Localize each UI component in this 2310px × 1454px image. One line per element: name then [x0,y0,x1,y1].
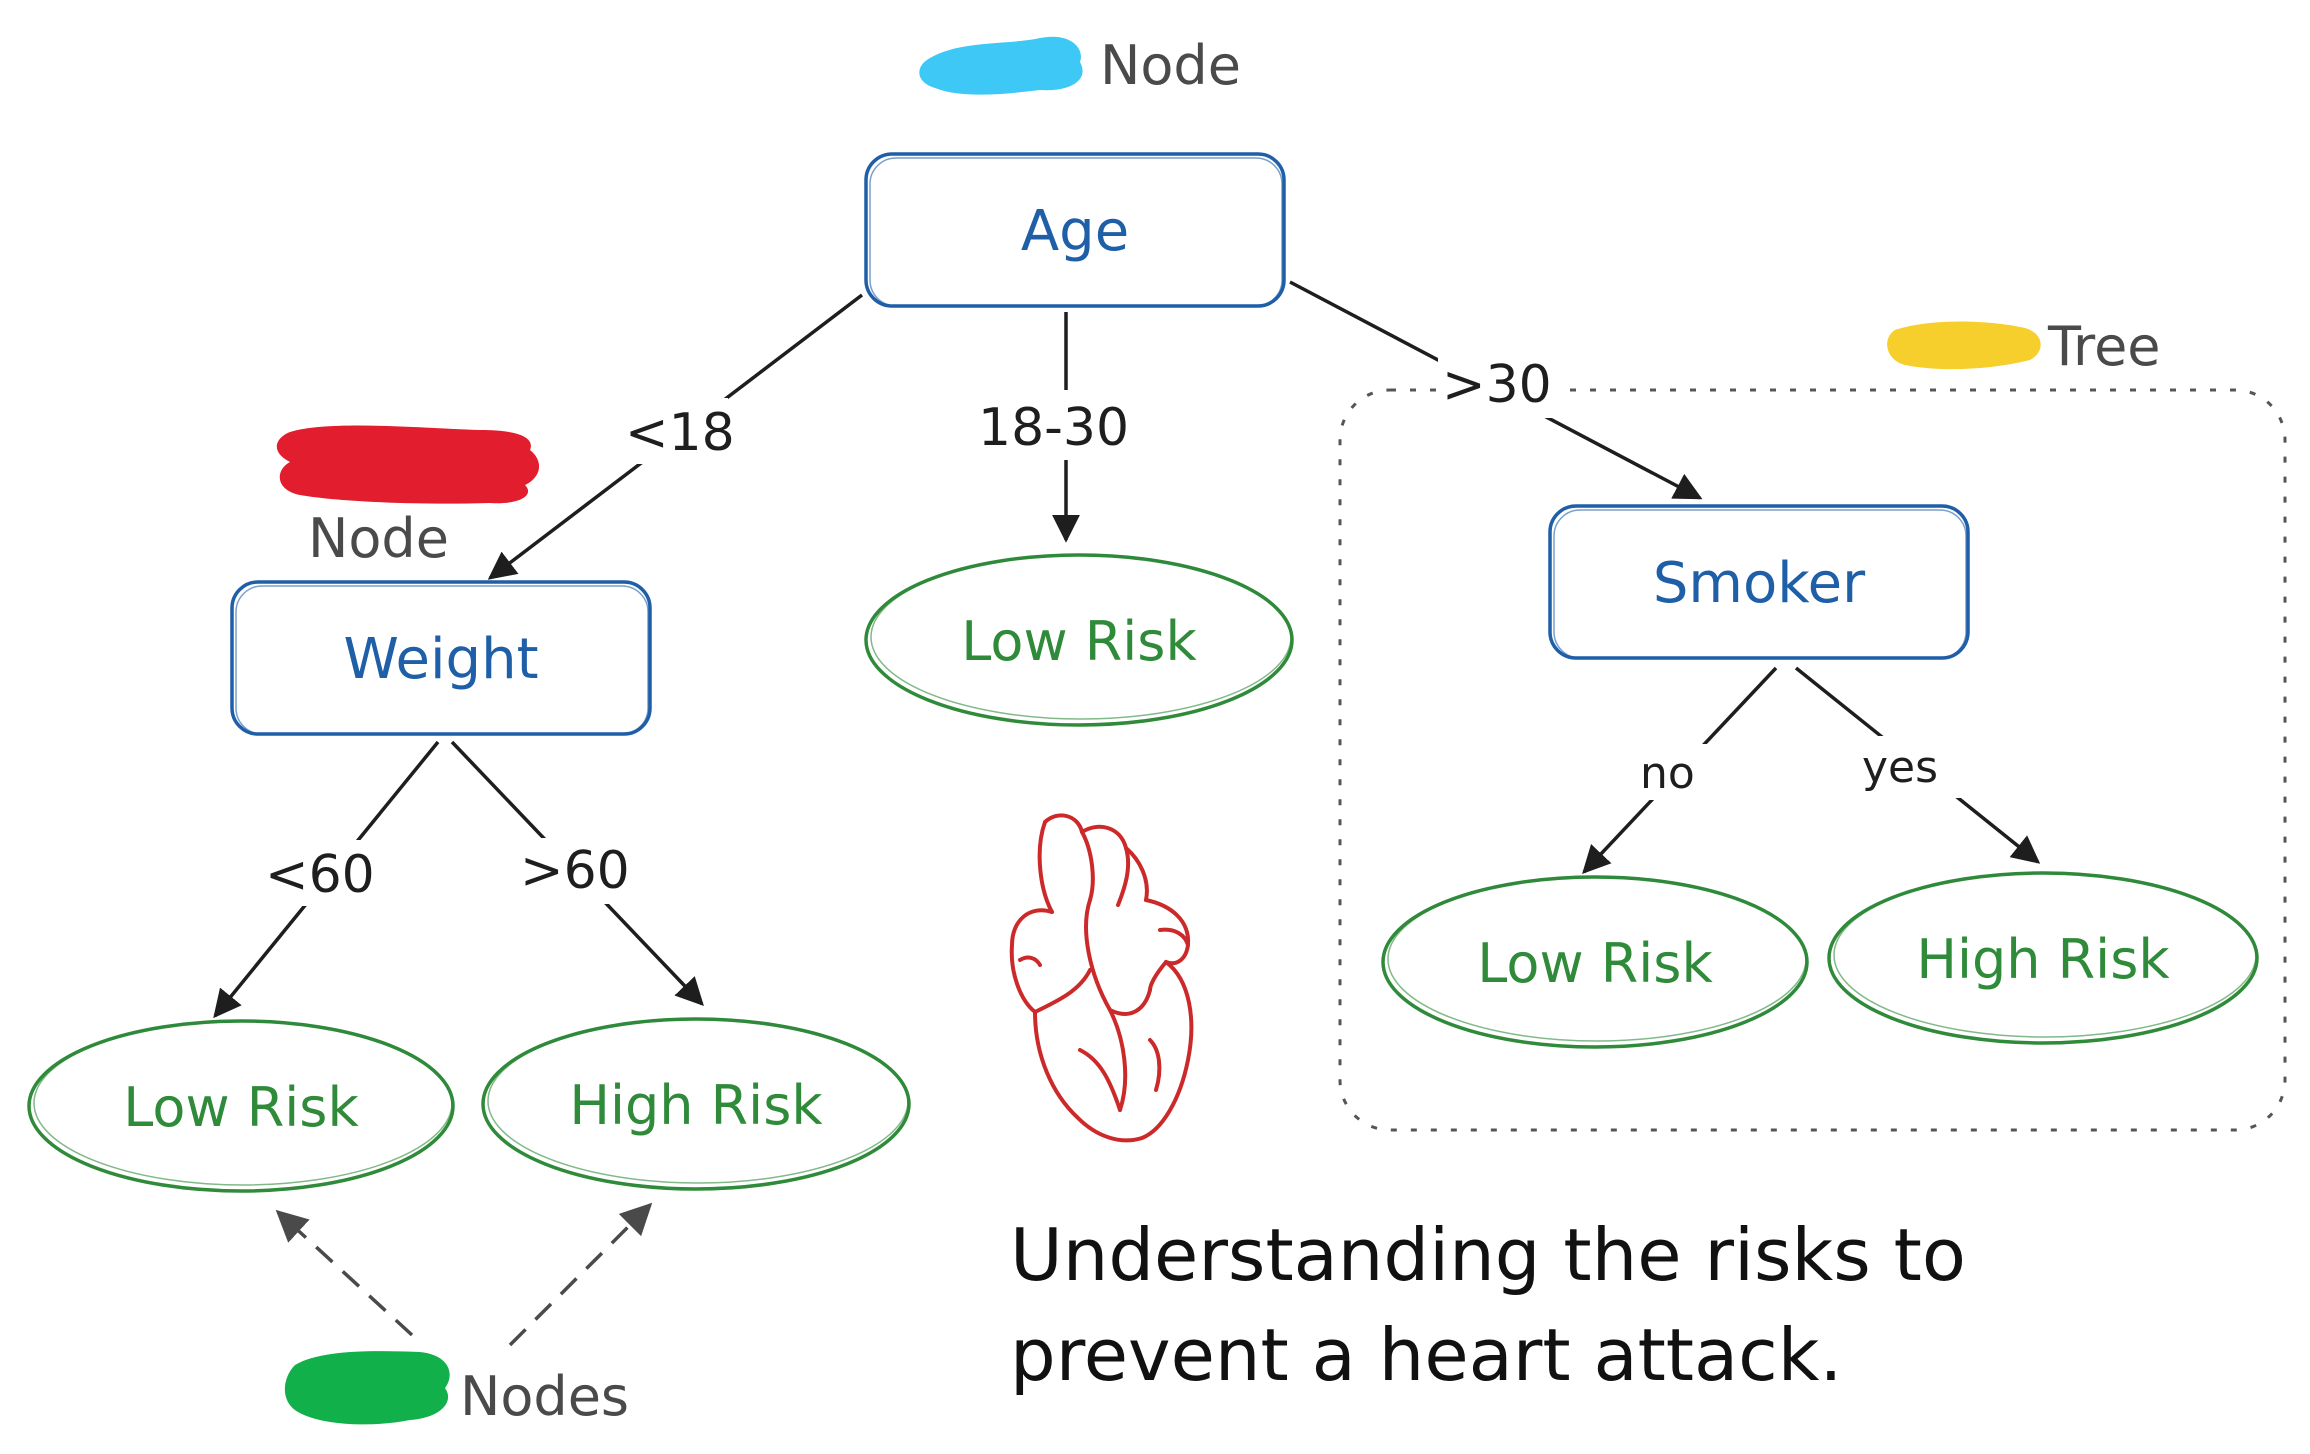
node-weight: Weight [230,580,652,736]
edge-label-gt60: >60 [516,838,636,904]
anatomical-heart-icon [1009,813,1194,1143]
edge-label-gt30: >30 [1438,352,1558,418]
root-node-note: Node [1100,34,1241,97]
svg-text:<18: <18 [625,403,735,463]
blue-highlight [919,36,1083,95]
nodes-arrow-right [508,1202,653,1347]
red-highlight [276,425,540,504]
leaf-smoker-no: Low Risk [1381,875,1809,1049]
edge-label-lt60: <60 [262,840,382,906]
edge-label-lt18: <18 [618,398,735,464]
svg-text:Low Risk: Low Risk [123,1076,359,1139]
leaves-note: Nodes [460,1365,629,1428]
edge-label-18-30: 18-30 [972,390,1162,460]
edge-label-no: no [1636,744,1712,800]
green-highlight [284,1351,450,1425]
node-smoker: Smoker [1548,504,1970,660]
svg-text:>60: >60 [520,841,630,901]
leaf-weight-low: Low Risk [27,1019,455,1193]
edge-label-yes: yes [1858,736,1964,798]
yellow-highlight [1887,321,2041,370]
tree-note: Tree [2047,315,2161,378]
leaf-weight-high: High Risk [481,1017,911,1191]
svg-text:Smoker: Smoker [1653,551,1866,616]
leaf-smoker-yes: High Risk [1827,871,2259,1045]
svg-text:Weight: Weight [343,627,538,692]
svg-text:High Risk: High Risk [569,1074,823,1137]
svg-text:yes: yes [1862,742,1938,793]
svg-text:18-30: 18-30 [978,398,1129,458]
nodes-arrow-left [275,1209,414,1337]
caption-line-1: Understanding the risks to [1010,1213,1966,1297]
subtree-frame [1338,388,2287,1132]
node-age: Age [864,152,1286,308]
svg-text:>30: >30 [1442,355,1552,415]
svg-text:Low Risk: Low Risk [1477,932,1713,995]
left-node-note: Node [308,507,449,570]
caption-line-2: prevent a heart attack. [1010,1313,1842,1397]
svg-text:no: no [1640,748,1695,799]
svg-text:High Risk: High Risk [1916,928,2170,991]
svg-text:Low Risk: Low Risk [961,610,1197,673]
svg-text:Age: Age [1021,199,1129,264]
leaf-age-mid: Low Risk [864,553,1294,727]
svg-text:<60: <60 [265,845,375,905]
